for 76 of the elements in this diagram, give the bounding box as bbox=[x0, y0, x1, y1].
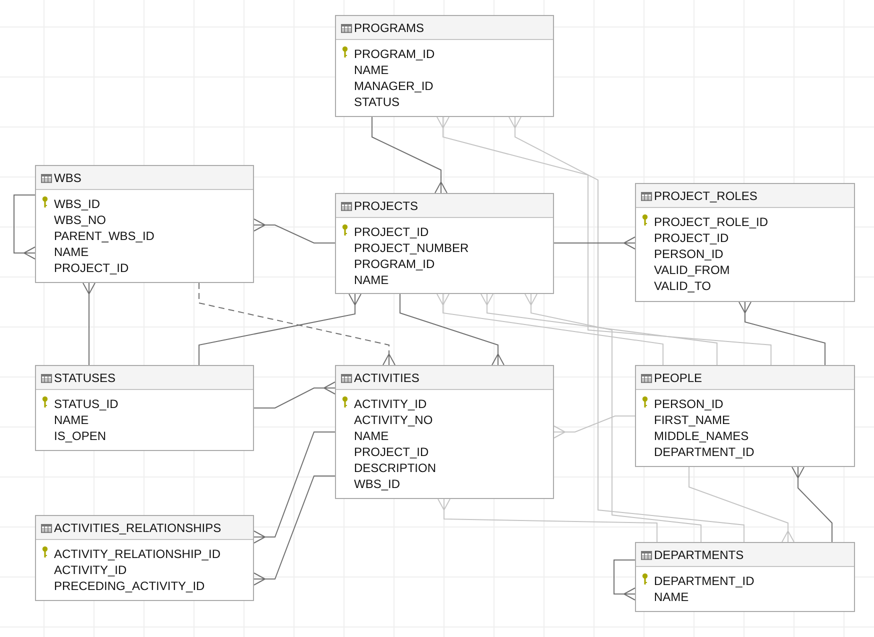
table-card bbox=[335, 193, 554, 294]
column-name: ACTIVITY_ID bbox=[54, 563, 127, 577]
table-card bbox=[35, 515, 254, 601]
column-name: DEPARTMENT_ID bbox=[654, 574, 754, 588]
table-name: PEOPLE bbox=[654, 371, 702, 385]
column-name: ACTIVITY_ID bbox=[354, 397, 427, 411]
column-name: STATUS bbox=[354, 95, 400, 109]
relationship-line bbox=[688, 466, 794, 542]
relationship-line bbox=[254, 382, 336, 408]
relationship-line bbox=[438, 498, 658, 542]
relationship-line bbox=[554, 236, 636, 250]
relationship-line bbox=[254, 432, 336, 544]
table-name: DEPARTMENTS bbox=[654, 548, 744, 562]
table-card bbox=[635, 365, 855, 467]
column-name: PROJECT_ID bbox=[54, 261, 129, 275]
relationship-line bbox=[400, 294, 504, 366]
table-name: ACTIVITIES bbox=[354, 371, 420, 385]
column-name: NAME bbox=[354, 63, 389, 77]
relationship-line bbox=[524, 294, 702, 542]
relationship-line bbox=[372, 116, 448, 194]
column-name: NAME bbox=[54, 413, 89, 427]
column-name: NAME bbox=[654, 590, 689, 604]
column-name: VALID_TO bbox=[654, 279, 711, 293]
relationship-line bbox=[254, 218, 336, 244]
table-card bbox=[35, 365, 254, 451]
column-name: PROJECT_ID bbox=[354, 225, 429, 239]
table-name: STATUSES bbox=[54, 371, 116, 385]
column-name: NAME bbox=[354, 273, 389, 287]
table-card bbox=[35, 165, 254, 283]
table-name: WBS bbox=[54, 171, 82, 185]
relationship-line bbox=[82, 282, 96, 366]
relationship-line bbox=[198, 282, 396, 366]
relationship-line bbox=[614, 560, 636, 600]
table-name: PROJECT_ROLES bbox=[654, 189, 758, 203]
column-name: VALID_FROM bbox=[654, 263, 730, 277]
relationship-line bbox=[480, 294, 718, 366]
column-name: MANAGER_ID bbox=[354, 79, 434, 93]
relationship-line bbox=[436, 294, 664, 366]
column-name: WBS_ID bbox=[54, 197, 100, 211]
column-name: ACTIVITY_RELATIONSHIP_ID bbox=[54, 547, 220, 561]
relationship-line bbox=[792, 466, 832, 542]
column-name: PERSON_ID bbox=[654, 247, 724, 261]
column-name: PROJECT_ID bbox=[654, 231, 729, 245]
column-name: PERSON_ID bbox=[654, 397, 724, 411]
column-name: PRECEDING_ACTIVITY_ID bbox=[54, 579, 205, 593]
relationship-line bbox=[198, 294, 362, 366]
column-name: PROGRAM_ID bbox=[354, 47, 435, 61]
table-card bbox=[635, 542, 855, 612]
column-name: DEPARTMENT_ID bbox=[654, 445, 754, 459]
relationship-line bbox=[14, 194, 36, 260]
column-name: PROGRAM_ID bbox=[354, 257, 435, 271]
column-name: PARENT_WBS_ID bbox=[54, 229, 154, 243]
column-name: WBS_ID bbox=[354, 477, 400, 491]
relationship-line bbox=[254, 476, 336, 586]
table-card bbox=[635, 183, 855, 302]
relationship-line bbox=[554, 416, 636, 438]
table-card bbox=[335, 365, 554, 499]
column-name: MIDDLE_NAMES bbox=[654, 429, 749, 443]
column-name: PROJECT_ID bbox=[354, 445, 429, 459]
column-name: NAME bbox=[54, 245, 89, 259]
table-card bbox=[335, 15, 554, 117]
column-name: ACTIVITY_NO bbox=[354, 413, 433, 427]
column-name: FIRST_NAME bbox=[654, 413, 730, 427]
column-name: IS_OPEN bbox=[54, 429, 106, 443]
table-name: ACTIVITIES_RELATIONSHIPS bbox=[54, 521, 222, 535]
table-name: PROJECTS bbox=[354, 199, 418, 213]
relationship-line bbox=[738, 302, 826, 366]
column-name: WBS_NO bbox=[54, 213, 106, 227]
table-name: PROGRAMS bbox=[354, 21, 424, 35]
column-name: DESCRIPTION bbox=[354, 461, 436, 475]
column-name: STATUS_ID bbox=[54, 397, 118, 411]
column-name: PROJECT_ROLE_ID bbox=[654, 215, 768, 229]
relationship-line bbox=[508, 116, 744, 542]
column-name: PROJECT_NUMBER bbox=[354, 241, 469, 255]
relationship-line bbox=[436, 116, 772, 366]
column-name: NAME bbox=[354, 429, 389, 443]
